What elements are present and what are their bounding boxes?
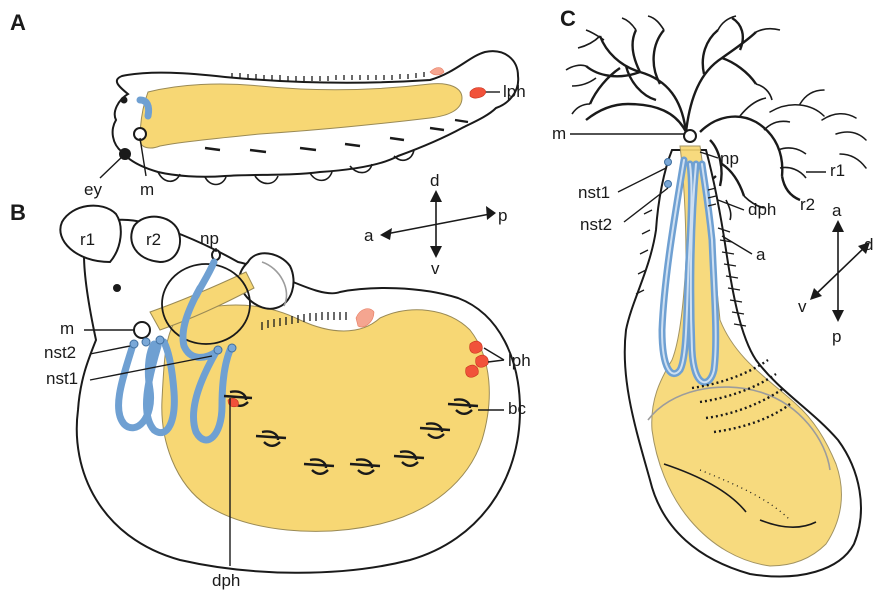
panel-c-body — [625, 130, 861, 576]
panel-b-label-bc: bc — [508, 399, 526, 418]
panel-b-label-lph: lph — [508, 351, 531, 370]
panel-c-label-a: a — [756, 245, 766, 264]
panel-b-letter: B — [10, 200, 26, 225]
panel-c-label-m: m — [552, 124, 566, 143]
panel-b-label-m: m — [60, 319, 74, 338]
panel-a-body — [113, 51, 519, 184]
panel-c-label-nst1: nst1 — [578, 183, 610, 202]
panel-b-axis-d: d — [430, 171, 439, 190]
panel-b-axis-p: p — [498, 206, 507, 225]
panel-a: A lph ey m — [10, 10, 526, 199]
panel-b-mouth — [134, 322, 150, 338]
panel-b-label-np: np — [200, 229, 219, 248]
panel-c-mouth — [684, 130, 696, 142]
panel-b-label-nst1: nst1 — [46, 369, 78, 388]
panel-b-axis-v: v — [431, 259, 440, 278]
panel-c-label-r1: r1 — [830, 161, 845, 180]
panel-a-label-ey: ey — [84, 180, 102, 199]
panel-c-axis-a: a — [832, 201, 842, 220]
panel-b: B — [10, 171, 531, 590]
panel-c-letter: C — [560, 6, 576, 31]
panel-c-axis-d: d — [864, 235, 873, 254]
panel-c: C — [552, 6, 873, 576]
panel-b-body — [60, 206, 520, 573]
panel-b-label-r2: r2 — [146, 230, 161, 249]
panel-c-axis-p: p — [832, 327, 841, 346]
panel-c-label-r2: r2 — [800, 195, 815, 214]
panel-c-label-nst2: nst2 — [580, 215, 612, 234]
panel-b-label-dph: dph — [212, 571, 240, 590]
panel-c-axes: a p d v — [798, 201, 873, 346]
panel-c-axis-v: v — [798, 297, 807, 316]
panel-a-letter: A — [10, 10, 26, 35]
panel-b-axes: d v a p — [364, 171, 507, 278]
panel-b-axis-a: a — [364, 226, 374, 245]
panel-a-label-m: m — [140, 180, 154, 199]
panel-b-label-nst2: nst2 — [44, 343, 76, 362]
panel-a-label-lph: lph — [503, 82, 526, 101]
panel-c-label-np: np — [720, 149, 739, 168]
panel-b-label-r1: r1 — [80, 230, 95, 249]
panel-c-label-dph: dph — [748, 200, 776, 219]
